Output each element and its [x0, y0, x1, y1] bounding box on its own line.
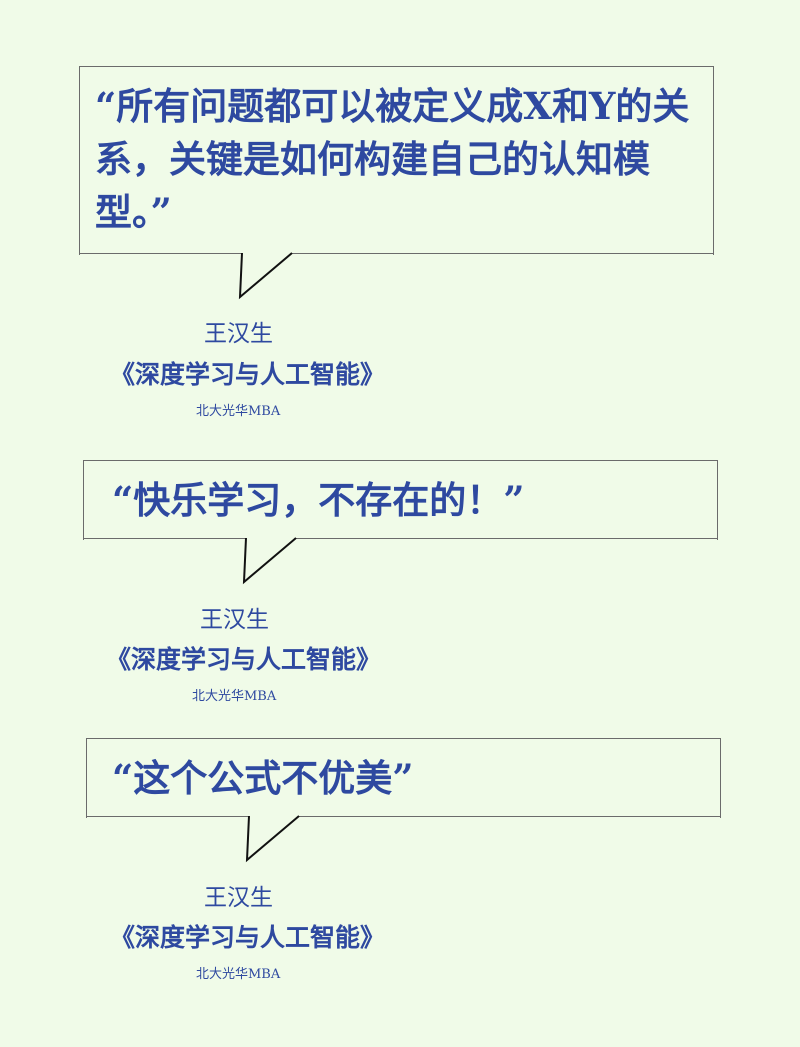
speech-bubble-bottom-right — [299, 816, 721, 817]
speech-bubble-bottom-left — [79, 253, 242, 254]
quote-publisher: 北大光华MBA — [196, 967, 281, 982]
quote-text: “这个公式不优美” — [112, 756, 414, 800]
quote-text: “快乐学习，不存在的！” — [112, 478, 525, 522]
speech-bubble-bottom-left — [83, 538, 246, 539]
speech-bubble-bottom-left — [86, 816, 249, 817]
speech-bubble-tail — [242, 537, 297, 585]
speech-bubble-tail — [245, 815, 300, 863]
quote-source-book: 《深度学习与人工智能》 — [110, 923, 386, 952]
quote-author: 王汉生 — [200, 607, 269, 633]
quote-publisher: 北大光华MBA — [192, 689, 277, 704]
speech-bubble-bottom-right — [296, 538, 718, 539]
speech-bubble — [83, 460, 718, 540]
speech-bubble — [86, 738, 721, 818]
quote-publisher: 北大光华MBA — [196, 404, 281, 419]
speech-bubble-bottom-right — [292, 253, 714, 254]
speech-bubble — [79, 66, 714, 255]
quote-text: “所有问题都可以被定义成X和Y的关系，关键是如何构建自己的认知模型。” — [95, 84, 690, 234]
quote-author: 王汉生 — [204, 321, 273, 347]
quote-author: 王汉生 — [204, 885, 273, 911]
quote-source-book: 《深度学习与人工智能》 — [110, 360, 386, 389]
quote-source-book: 《深度学习与人工智能》 — [106, 645, 382, 674]
speech-bubble-tail — [238, 252, 293, 300]
